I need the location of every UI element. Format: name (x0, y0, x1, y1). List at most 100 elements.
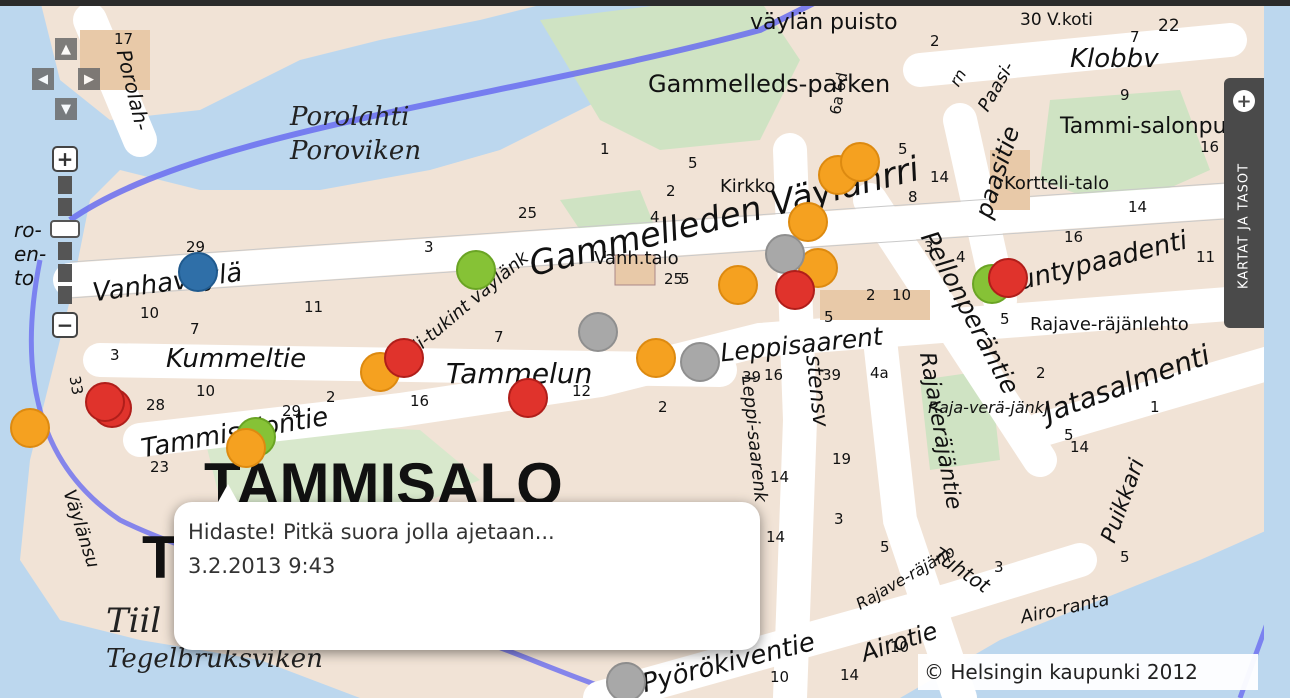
water-label-tegelbruksviken: Tegelbruksviken (106, 644, 323, 674)
house-number: 29 (282, 402, 302, 420)
popup-pointer (218, 484, 238, 502)
pan-down-button[interactable]: ▼ (55, 98, 77, 120)
incident-marker-red[interactable] (988, 258, 1028, 298)
layers-tab-label: KARTAT JA TASOT (1236, 162, 1252, 290)
layers-tab[interactable]: + KARTAT JA TASOT (1224, 78, 1264, 328)
house-number: 25 (518, 204, 538, 222)
house-number: 5 (824, 308, 834, 326)
marker-popup[interactable]: Hidaste! Pitkä suora jolla ajetaan... 3.… (174, 484, 760, 650)
house-number: 39 (822, 366, 842, 384)
incident-marker-gray[interactable] (680, 342, 720, 382)
incident-marker-orange[interactable] (226, 428, 266, 468)
incident-marker-red[interactable] (775, 270, 815, 310)
water-label-porolahti: Porolahti (290, 102, 410, 132)
incident-marker-orange[interactable] (636, 338, 676, 378)
house-number: 5 (688, 154, 698, 172)
house-number: 17 (114, 30, 134, 48)
house-number: 14 (770, 468, 790, 486)
house-number: 4a (870, 364, 889, 382)
house-number: 1 (600, 140, 610, 158)
park-label-tammisalonpuisto: Tammi-salonpuisto (1060, 114, 1267, 139)
house-number: 14 (766, 528, 786, 546)
label-en: en- (14, 242, 47, 266)
incident-marker-red[interactable] (384, 338, 424, 378)
incident-marker-gray[interactable] (765, 234, 805, 274)
popup-date: 3.2.2013 9:43 (188, 554, 336, 578)
house-number: 1 (1150, 398, 1160, 416)
map-attribution: © Helsingin kaupunki 2012 (918, 654, 1258, 690)
label-vkoti: 30 V.koti (1020, 10, 1093, 30)
zoom-level-tick[interactable] (58, 176, 72, 194)
pan-left-button[interactable]: ◀ (32, 68, 54, 90)
zoom-out-button[interactable]: − (52, 312, 78, 338)
house-number: 7 (494, 328, 504, 346)
incident-marker-green[interactable] (456, 250, 496, 290)
house-number: 2 (930, 32, 940, 50)
house-number: 2 (326, 388, 336, 406)
incident-marker-orange[interactable] (840, 142, 880, 182)
house-number: 3 (924, 238, 934, 256)
house-number: 5 (898, 140, 908, 158)
zoom-in-button[interactable]: + (52, 146, 78, 172)
water-label-poroviken: Poroviken (290, 136, 422, 166)
house-number: 10 (140, 304, 160, 322)
zoom-level-tick[interactable] (58, 242, 72, 260)
incident-marker-red[interactable] (508, 378, 548, 418)
pan-up-button[interactable]: ▲ (55, 38, 77, 60)
house-number: 19 (832, 450, 852, 468)
district-label-t: T (142, 524, 179, 591)
park-label-rajaverajank: Raja-verä-jänkj (928, 398, 1049, 417)
top-border (0, 0, 1290, 6)
right-edge-map-strip (1264, 0, 1290, 698)
house-number: 11 (1196, 248, 1216, 266)
house-number: 16 (1064, 228, 1084, 246)
house-number: 10 (196, 382, 216, 400)
house-number: 14 (840, 666, 860, 684)
house-number: 29 (186, 238, 206, 256)
house-number: 39 (742, 368, 762, 386)
house-number: 3 (110, 346, 120, 364)
plus-icon: + (1233, 90, 1255, 112)
popup-title: Hidaste! Pitkä suora jolla ajetaan... (188, 520, 555, 544)
house-number: 7 (1130, 28, 1140, 46)
incident-marker-blue[interactable] (178, 252, 218, 292)
incident-marker-orange[interactable] (718, 265, 758, 305)
incident-marker-orange[interactable] (10, 408, 50, 448)
house-number: 28 (146, 396, 166, 414)
incident-marker-gray[interactable] (578, 312, 618, 352)
park-label-rajaverajanlehto: Rajave-räjänlehto (1030, 314, 1189, 335)
house-number: 9 (1120, 86, 1130, 104)
incident-marker-gray[interactable] (606, 662, 646, 698)
street-label-kummeltie: Kummeltie (166, 344, 307, 374)
house-number: 4 (956, 248, 966, 266)
park-label-gammelleds: Gammelleds-parken (648, 70, 891, 98)
park-label-vaylan-puisto: väylän puisto (750, 10, 898, 35)
zoom-level-tick[interactable] (58, 264, 72, 282)
incident-marker-red[interactable] (85, 382, 125, 422)
house-number: 25 (664, 270, 684, 288)
street-label-klobbv: Klobbv (1070, 44, 1159, 74)
incident-marker-orange[interactable] (788, 202, 828, 242)
house-number: 3 (834, 510, 844, 528)
label-to: to (14, 266, 35, 290)
house-number: 4 (650, 208, 660, 226)
pan-control: ▲ ◀ ▶ ▼ (32, 38, 100, 120)
house-number: 2 (666, 182, 676, 200)
zoom-slider-handle[interactable] (50, 220, 80, 238)
house-number: 10 (890, 638, 910, 656)
pan-right-button[interactable]: ▶ (78, 68, 100, 90)
house-number: 23 (150, 458, 170, 476)
house-number: 5 (1064, 426, 1074, 444)
house-number: 16 (764, 366, 784, 384)
house-number: 10 (892, 286, 912, 304)
house-number: 3 (994, 558, 1004, 576)
zoom-level-tick[interactable] (58, 286, 72, 304)
house-number: 2 (1036, 364, 1046, 382)
house-number: 5 (1000, 310, 1010, 328)
house-number: 5 (680, 270, 690, 288)
house-number: 16 (410, 392, 430, 410)
zoom-level-tick[interactable] (58, 198, 72, 216)
water-label-tiil: Tiil (106, 601, 162, 641)
